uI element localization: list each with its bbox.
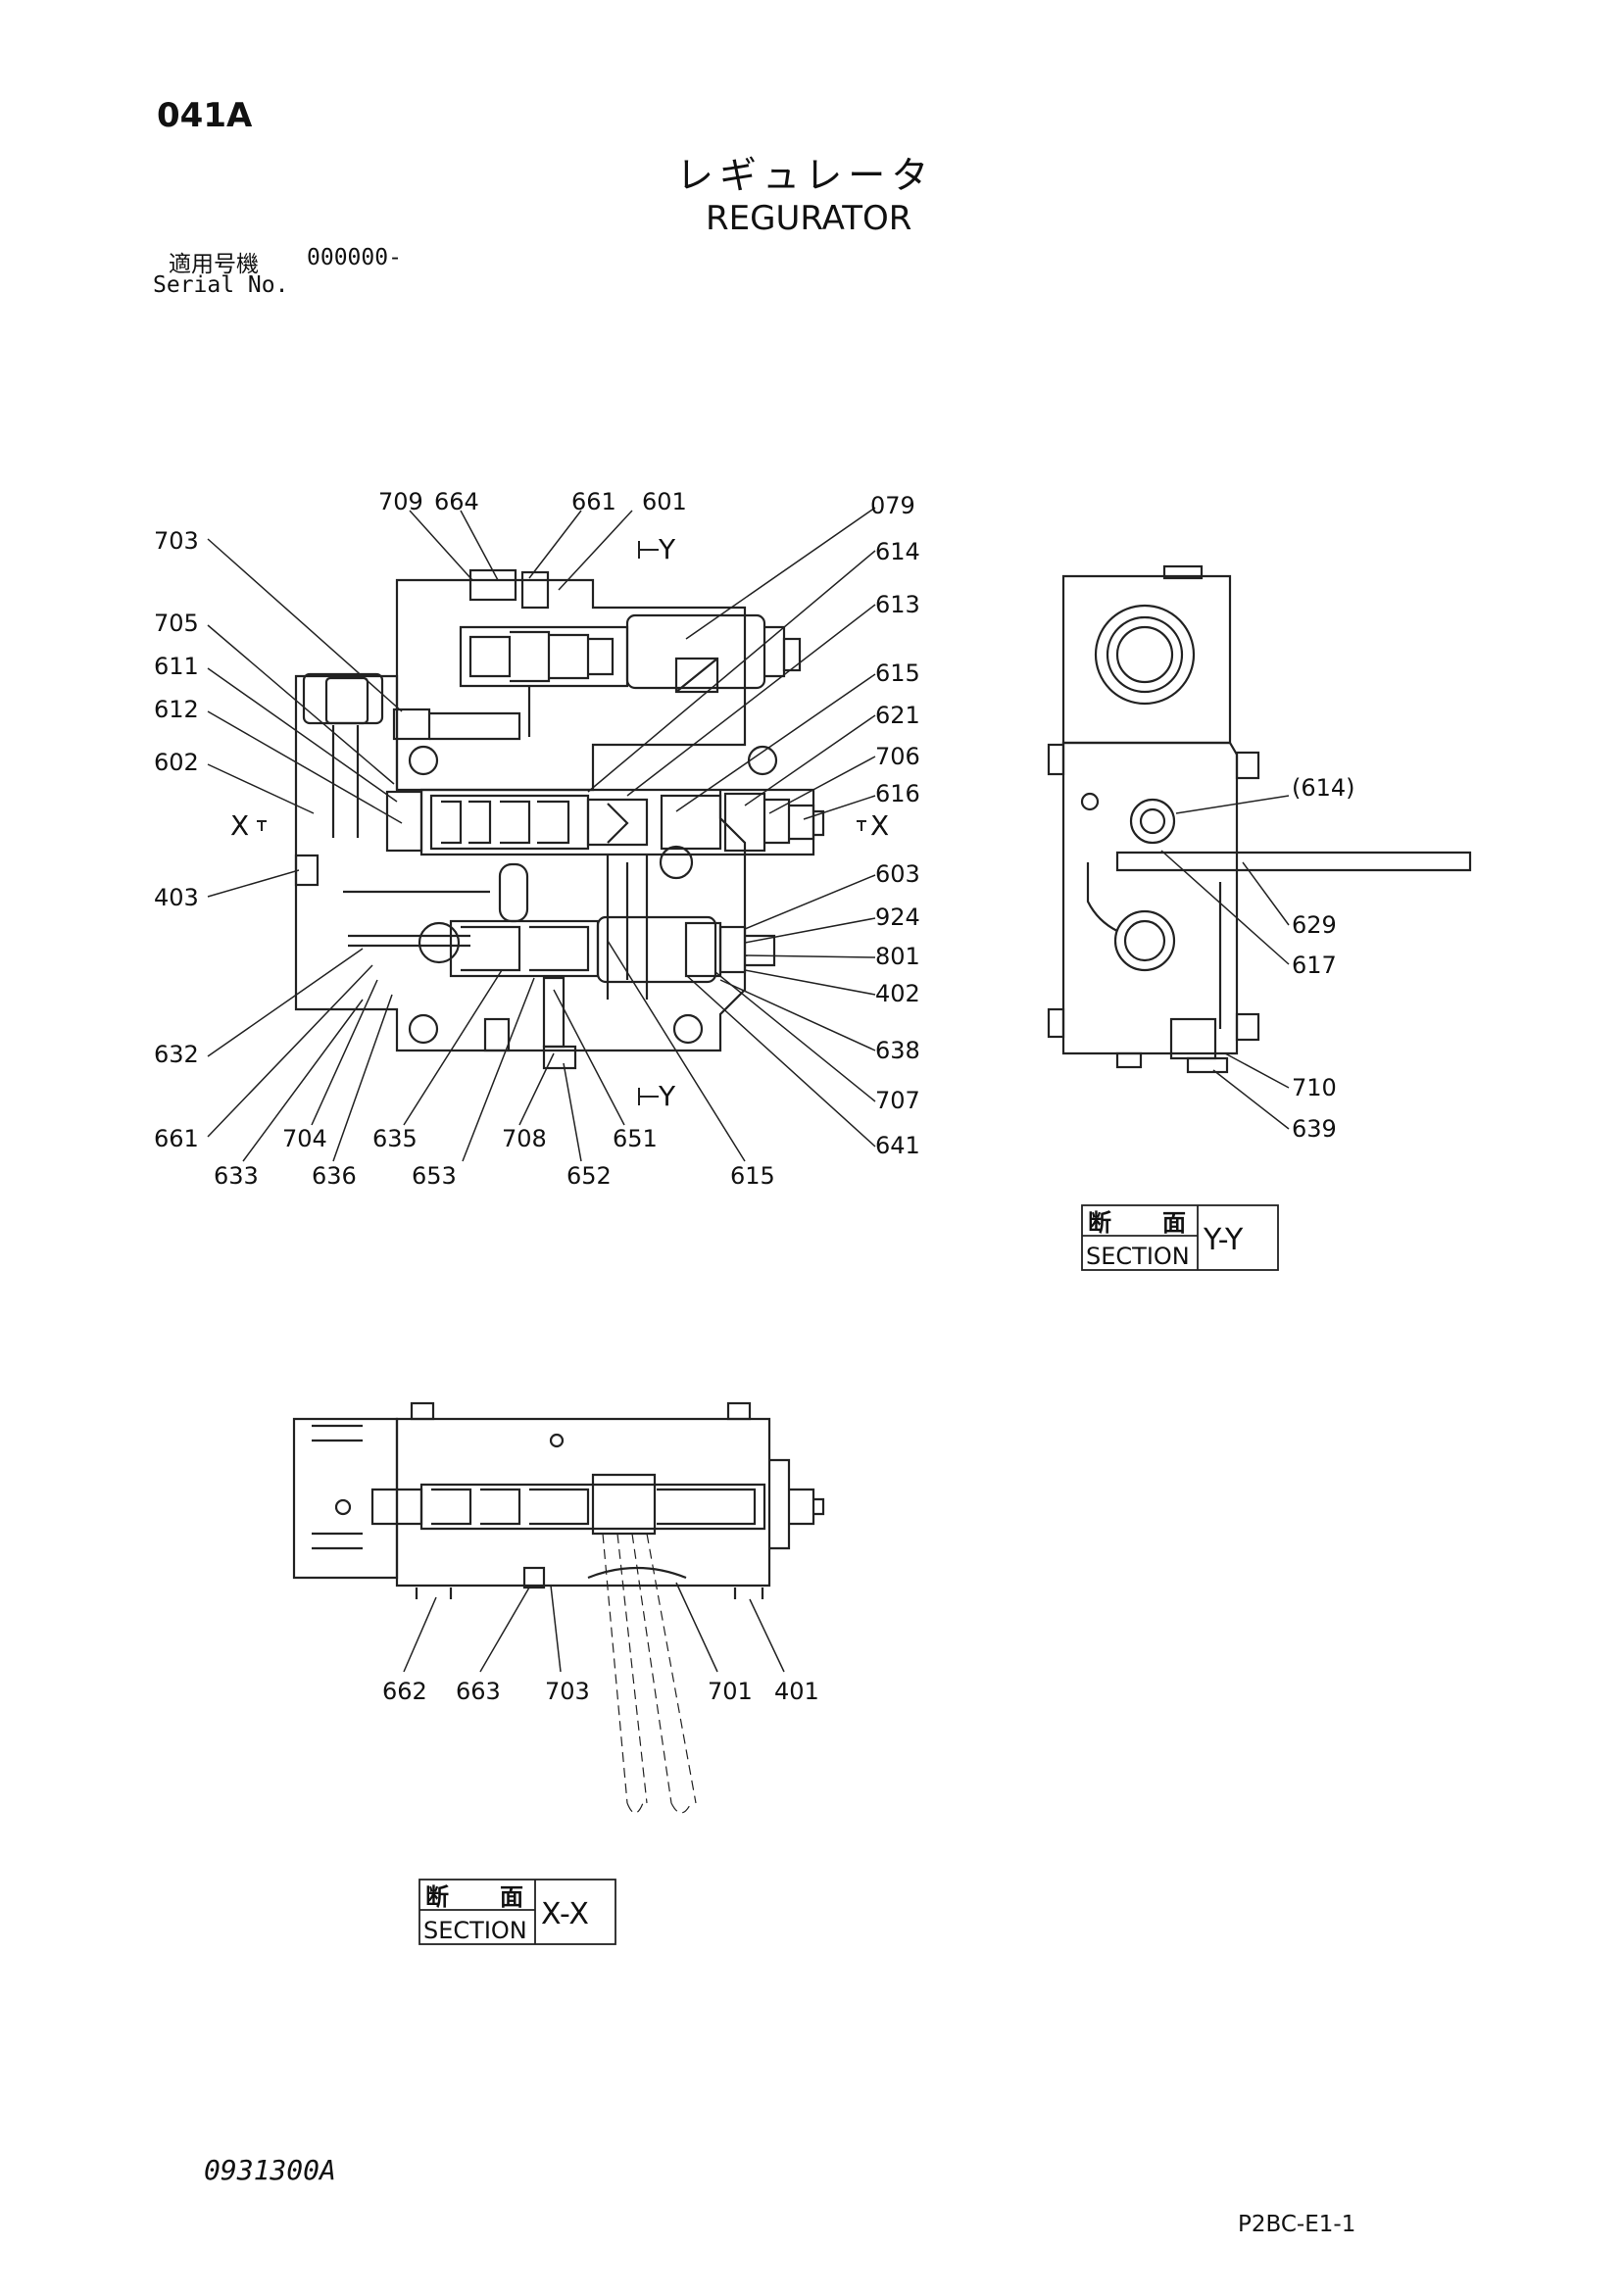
section-mark-y-bottom: Y xyxy=(658,1080,676,1112)
callout-662: 662 xyxy=(382,1678,427,1705)
callout-614: 614 xyxy=(875,538,920,565)
callout-402: 402 xyxy=(875,980,920,1007)
callout-651: 651 xyxy=(613,1125,658,1152)
callout-615b: 615 xyxy=(730,1162,775,1190)
callout-629: 629 xyxy=(1292,911,1337,939)
callout-621: 621 xyxy=(875,702,920,729)
callout-611: 611 xyxy=(154,653,199,680)
callout-635: 635 xyxy=(372,1125,418,1152)
callout-613: 613 xyxy=(875,591,920,618)
section-yy-box xyxy=(1081,1204,1279,1271)
title-english: REGURATOR xyxy=(706,199,912,238)
callout-708: 708 xyxy=(502,1125,547,1152)
callout-707: 707 xyxy=(875,1087,920,1114)
section-box-labels: 断 面 SECTION Y-Y 断 面 SECTION X-X xyxy=(423,1209,1244,1944)
serial-value: 000000- xyxy=(307,245,402,270)
callout-663: 663 xyxy=(456,1678,501,1705)
callout-706: 706 xyxy=(875,743,920,770)
section-xx-view xyxy=(292,1401,825,1599)
page-code: 041A xyxy=(157,96,253,135)
callout-403: 403 xyxy=(154,884,199,911)
callout-601: 601 xyxy=(642,488,687,515)
callout-602: 602 xyxy=(154,749,199,776)
main-view-section-marks xyxy=(257,541,866,1105)
callout-641: 641 xyxy=(875,1132,920,1159)
callout-616: 616 xyxy=(875,780,920,807)
callout-617: 617 xyxy=(1292,952,1337,979)
callout-636: 636 xyxy=(312,1162,357,1190)
main-view-leaders xyxy=(207,507,876,1162)
callout-labels: 709 664 661 601 079 703 614 613 705 615 … xyxy=(154,488,1355,1705)
section-xx-kanji-2: 面 xyxy=(500,1883,523,1911)
main-view-body xyxy=(294,568,825,1070)
section-yy-kanji-2: 面 xyxy=(1162,1209,1186,1237)
callout-401: 401 xyxy=(774,1678,819,1705)
callout-633: 633 xyxy=(214,1162,259,1190)
callout-704: 704 xyxy=(282,1125,327,1152)
section-yy-kanji-1: 断 xyxy=(1088,1209,1111,1237)
callout-652: 652 xyxy=(566,1162,612,1190)
callout-638: 638 xyxy=(875,1037,920,1064)
serial-label-japanese: 適用号機 xyxy=(169,252,259,277)
serial-label-english: Serial No. xyxy=(153,272,289,298)
drawing-number: 0931300A xyxy=(204,2154,336,2186)
callout-079: 079 xyxy=(870,492,915,519)
callout-612: 612 xyxy=(154,696,199,723)
callout-710: 710 xyxy=(1292,1074,1337,1101)
section-yy-view xyxy=(1047,564,1472,1074)
section-yy-mark: Y-Y xyxy=(1203,1223,1244,1257)
title-japanese: レギュレータ xyxy=(676,154,935,197)
callout-632: 632 xyxy=(154,1041,199,1068)
callout-664: 664 xyxy=(434,488,479,515)
section-xx-word: SECTION xyxy=(423,1917,527,1944)
section-xx-mark: X-X xyxy=(541,1897,589,1931)
section-xx-box xyxy=(418,1879,616,1945)
callout-701: 701 xyxy=(708,1678,753,1705)
callout-661: 661 xyxy=(571,488,616,515)
callout-703: 703 xyxy=(154,527,199,555)
section-mark-x-right: X xyxy=(870,809,889,842)
callout-615: 615 xyxy=(875,659,920,687)
section-xx-kanji-1: 断 xyxy=(425,1883,449,1911)
section-yy-leaders xyxy=(1160,795,1290,1130)
callout-639: 639 xyxy=(1292,1115,1337,1143)
callout-801: 801 xyxy=(875,943,920,970)
section-mark-y-top: Y xyxy=(658,533,676,565)
callout-614-ref: (614) xyxy=(1292,774,1355,802)
page-reference: P2BC-E1-1 xyxy=(1238,2212,1356,2237)
callout-653: 653 xyxy=(412,1162,457,1190)
callout-661b: 661 xyxy=(154,1125,199,1152)
callout-705: 705 xyxy=(154,610,199,637)
callout-924: 924 xyxy=(875,904,920,931)
section-xx-hidden-lines xyxy=(602,1533,697,1814)
callout-603: 603 xyxy=(875,860,920,888)
callout-709: 709 xyxy=(378,488,423,515)
callout-703b: 703 xyxy=(545,1678,590,1705)
section-yy-word: SECTION xyxy=(1086,1243,1190,1270)
section-mark-x-left: X xyxy=(230,809,249,842)
section-xx-leaders xyxy=(403,1582,785,1673)
